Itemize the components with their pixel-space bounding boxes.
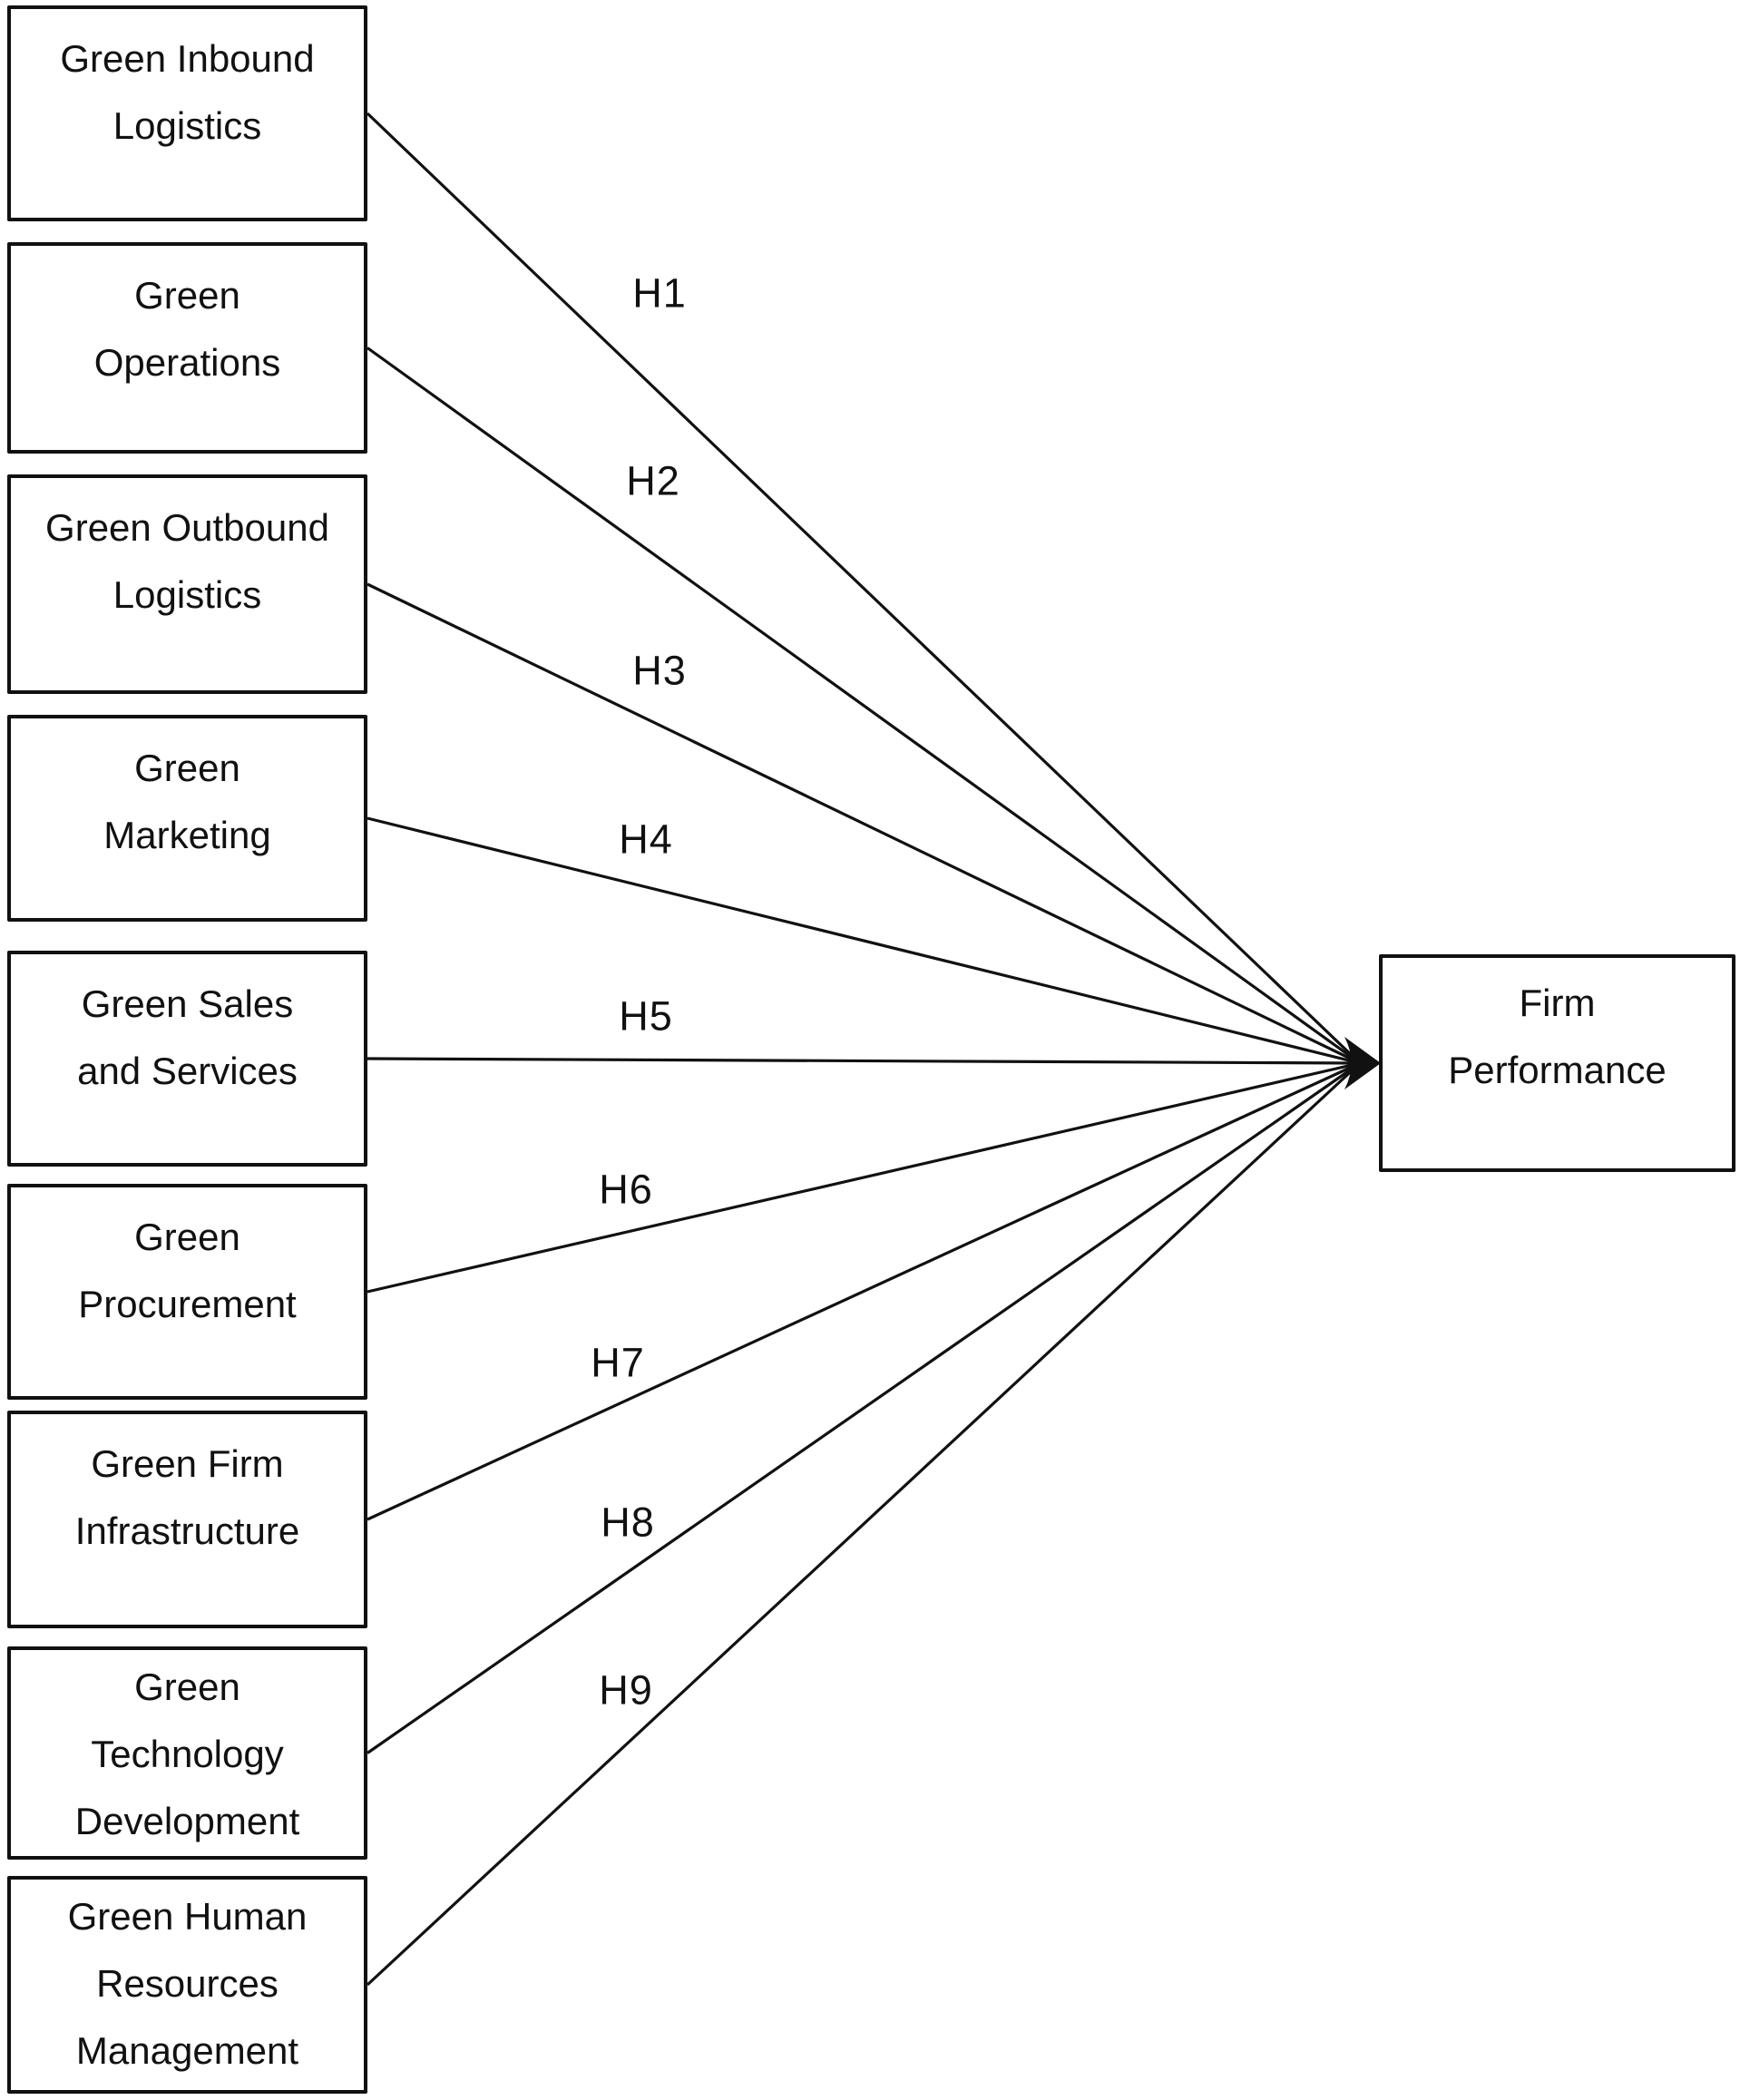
predictor-label-line: Green Inbound <box>60 37 315 80</box>
hypothesis-label-h1: H1 <box>632 269 687 317</box>
outcome-box-firm-performance: Firm Performance <box>1379 954 1735 1172</box>
hypothesis-label-h6: H6 <box>599 1166 653 1213</box>
hypothesis-label-h9: H9 <box>599 1666 653 1714</box>
predictor-label-line: Green Firm <box>91 1442 284 1485</box>
connector-line-h5 <box>367 1057 1361 1065</box>
hypothesis-label-h5: H5 <box>619 992 673 1040</box>
connector-line-h3 <box>367 582 1361 1065</box>
connector-line-h4 <box>367 816 1361 1065</box>
predictor-label-line: Operations <box>93 341 281 384</box>
connector-line-h6 <box>367 1061 1361 1294</box>
hypothesis-label-h3: H3 <box>632 647 687 694</box>
hypothesis-label-h7: H7 <box>591 1339 645 1386</box>
predictor-label-line: Green <box>134 274 240 317</box>
predictor-label-line: Technology <box>91 1733 284 1775</box>
predictor-label-line: Procurement <box>78 1283 297 1325</box>
predictor-label-line: Management <box>75 2029 299 2072</box>
predictor-label-line: Development <box>74 1800 300 1842</box>
predictor-label-line: Green <box>134 747 240 789</box>
arrowhead-icon <box>1344 1037 1381 1089</box>
connector-line-h9 <box>366 1061 1362 1987</box>
predictor-label-line: Resources <box>96 1962 279 2005</box>
predictor-label-line: Green <box>134 1665 240 1708</box>
outcome-label-line: Firm <box>1519 982 1596 1024</box>
connector-line-h2 <box>367 347 1361 1065</box>
predictor-label-line: Logistics <box>112 573 262 616</box>
predictor-label-line: Infrastructure <box>74 1509 300 1552</box>
predictor-label-line: and Services <box>77 1050 298 1092</box>
hypothesis-label-h2: H2 <box>626 457 680 504</box>
predictor-label-line: Green Sales <box>81 982 294 1025</box>
connector-line-h7 <box>367 1061 1361 1521</box>
predictor-label-line: Green <box>134 1216 240 1258</box>
hypothesis-label-h8: H8 <box>601 1499 655 1546</box>
predictor-label-line: Logistics <box>112 104 262 147</box>
predictor-label-line: Green Outbound <box>45 506 329 549</box>
hypothesis-label-h4: H4 <box>619 816 673 863</box>
predictor-label-line: Green Human <box>67 1895 308 1938</box>
outcome-label-line: Performance <box>1448 1049 1667 1091</box>
connector-line-h1 <box>366 112 1362 1065</box>
predictor-box-h5: Green Sales and Services <box>7 951 367 1167</box>
connector-line-h8 <box>367 1061 1361 1754</box>
predictor-label-line: Marketing <box>103 814 271 856</box>
